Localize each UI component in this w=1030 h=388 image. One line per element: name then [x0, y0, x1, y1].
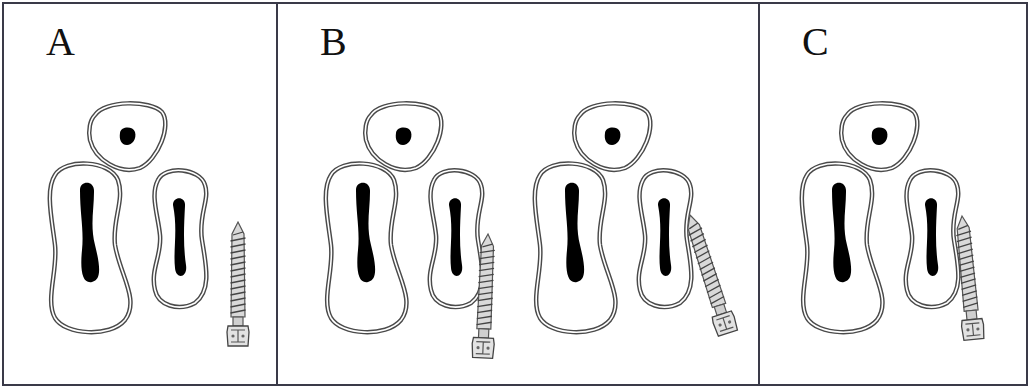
figure-panel: A [2, 2, 278, 386]
panel-letter: B [320, 22, 347, 62]
panel-letter: C [802, 22, 829, 62]
figure-panel: B [276, 2, 760, 386]
figure-panel: C [758, 2, 1028, 386]
panel-letter: A [46, 22, 75, 62]
